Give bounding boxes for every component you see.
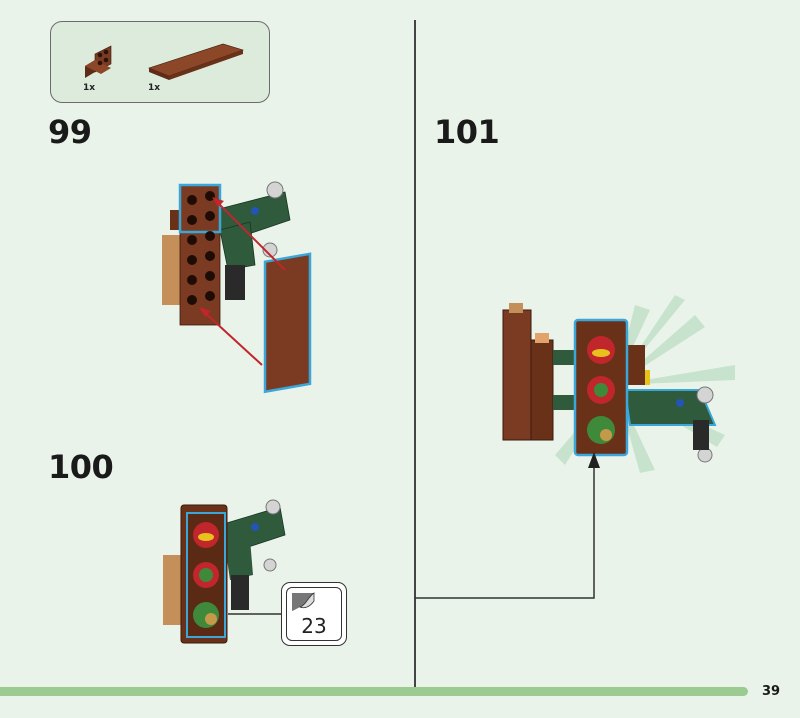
page-number: 39 [762, 684, 781, 699]
step-number-99: 99 [48, 113, 92, 151]
part-qty-1: 1x [83, 83, 96, 93]
sticker-sheet-number: 23 [301, 614, 327, 638]
sticker-peel-icon [292, 592, 315, 611]
column-divider [414, 20, 416, 690]
bracket-part-icon [85, 45, 112, 78]
step-99-model [162, 181, 312, 394]
step-number-101: 101 [434, 113, 500, 151]
step-101-model [502, 295, 735, 473]
callout-connector [228, 613, 282, 615]
part-qty-2: 1x [148, 83, 161, 93]
page-progress-bar [0, 687, 748, 696]
parts-list-box: 1x 1x [50, 21, 270, 103]
step-number-100: 100 [48, 448, 114, 486]
sticker-callout: 23 [281, 582, 347, 646]
step-100-model [163, 499, 286, 644]
step-connector-arrow [415, 452, 600, 599]
tile-part-icon [148, 43, 244, 80]
